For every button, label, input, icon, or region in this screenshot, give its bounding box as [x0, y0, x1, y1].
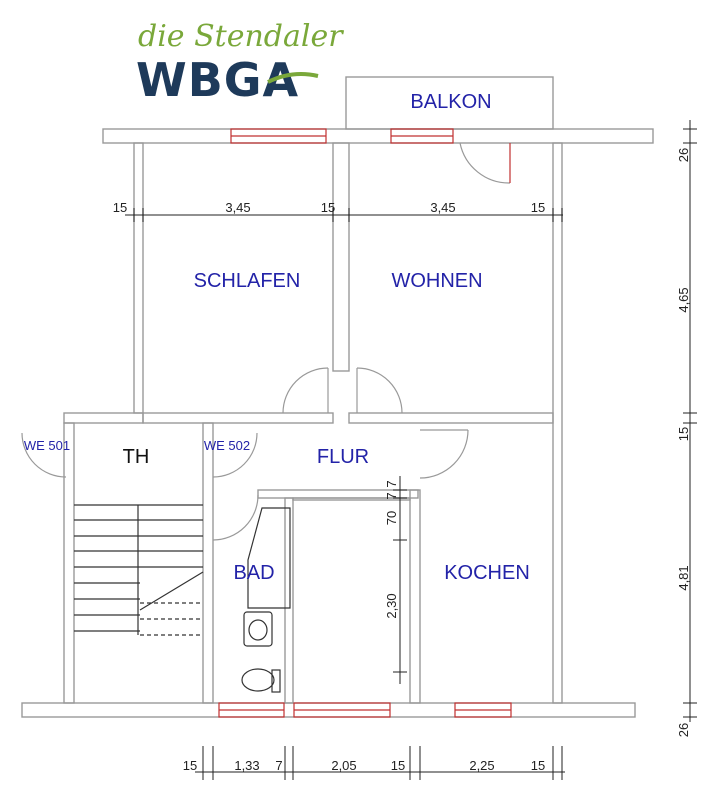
room-th: TH [123, 446, 150, 468]
wall-right [552, 142, 563, 704]
dim-bottom-6: 2,25 [469, 758, 494, 773]
room-bad: BAD [233, 562, 274, 584]
dimension-lines [125, 120, 697, 780]
dim-right-1: 26 [676, 148, 691, 162]
wall-kochen-left [409, 489, 421, 704]
room-kochen: KOCHEN [444, 562, 530, 584]
dim-top-1: 15 [113, 200, 127, 215]
logo-swoosh-icon [267, 72, 319, 84]
wall-bedroom-bottom-left [142, 412, 334, 424]
dim-bottom-3: 7 [275, 758, 282, 773]
wall-bad-right [284, 497, 294, 704]
wall-shaft [292, 497, 411, 501]
wall-left-upper [133, 142, 144, 414]
wall-stair-right [202, 422, 214, 704]
dim-right-4: 4,81 [676, 565, 691, 590]
door-we501 [21, 432, 67, 478]
stairs [74, 504, 204, 636]
dim-inner-2: 7 [384, 492, 399, 499]
dim-right-2: 4,65 [676, 287, 691, 312]
bathtub-icon [247, 507, 291, 609]
room-schlafen: SCHLAFEN [194, 270, 301, 292]
dim-bottom-4: 2,05 [331, 758, 356, 773]
dim-bottom-1: 15 [183, 758, 197, 773]
dim-inner-3: 70 [384, 511, 399, 525]
washbasin-icon [243, 611, 273, 647]
doors [21, 142, 511, 541]
bathroom-fixtures [241, 507, 291, 693]
unit-we501: WE 501 [24, 438, 70, 453]
wbga-logo: die Stendaler WBGA [136, 19, 344, 107]
door-kochen [419, 429, 469, 479]
windows [218, 128, 512, 718]
dim-top-5: 15 [531, 200, 545, 215]
logo-tagline: die Stendaler [138, 19, 344, 54]
dim-top-3: 15 [321, 200, 335, 215]
room-flur: FLUR [317, 446, 369, 468]
door-schlafen [282, 367, 329, 414]
toilet-icon [241, 668, 275, 692]
wall-stair-left [63, 422, 75, 704]
unit-we502: WE 502 [204, 438, 250, 453]
walls [21, 76, 654, 718]
dim-right-3: 15 [676, 427, 691, 441]
dim-bottom-5: 15 [391, 758, 405, 773]
wall-top [102, 128, 654, 144]
wall-bedroom-bottom-right [348, 412, 554, 424]
dim-bottom-2: 1,33 [234, 758, 259, 773]
wall-stair-top [63, 412, 144, 424]
dim-inner-4: 2,30 [384, 593, 399, 618]
wall-middle [332, 142, 350, 372]
door-wohnen [356, 367, 403, 414]
dim-bottom-7: 15 [531, 758, 545, 773]
door-we502 [212, 432, 258, 478]
dim-top-4: 3,45 [430, 200, 455, 215]
dim-inner-1: 7 [384, 480, 399, 487]
room-wohnen: WOHNEN [391, 270, 482, 292]
dim-top-2: 3,45 [225, 200, 250, 215]
dim-right-5: 26 [676, 723, 691, 737]
door-bad [212, 494, 259, 541]
room-balkon: BALKON [410, 91, 491, 113]
door-balkon [459, 142, 511, 184]
